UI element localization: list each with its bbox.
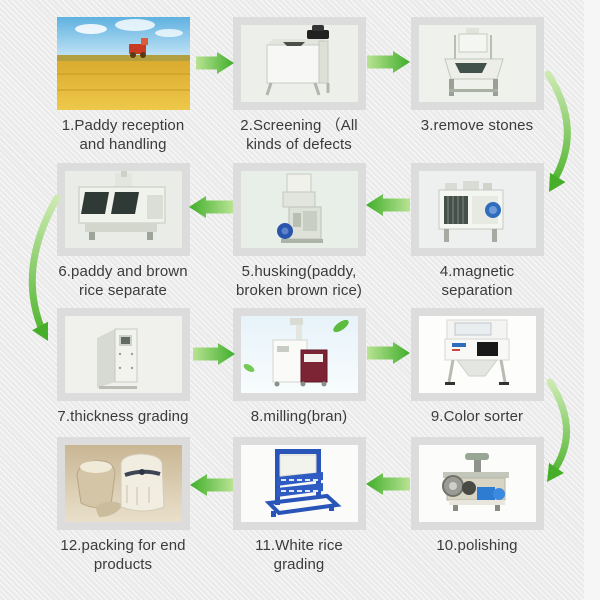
arrow-step2-to-step3 (367, 51, 410, 73)
arrow-step7-to-step8 (193, 343, 235, 365)
arrow-step8-to-step9 (367, 342, 410, 364)
step-cell-9: 9.Color sorter (389, 308, 565, 426)
step-caption-11: 11.White rice grading (255, 537, 343, 573)
right-margin-strip (584, 0, 600, 600)
step-caption-1: 1.Paddy reception and handling (61, 117, 185, 153)
step-caption-8: 8.milling(bran) (250, 408, 348, 425)
step-cell-6: 6.paddy and brown rice separate (35, 163, 211, 300)
paddy-field-photo (56, 17, 190, 110)
step-caption-12: 12.packing for end products (60, 537, 186, 573)
step-cell-3: 3.remove stones (389, 17, 565, 135)
stone-remover-machine-photo (410, 17, 544, 110)
milling-machine-photo (232, 308, 366, 401)
arrow-step11-to-step12 (190, 474, 233, 496)
step-cell-12: 12.packing for end products (35, 437, 211, 574)
curved-arrow-step6-to-step7 (28, 194, 61, 341)
arrow-step10-to-step11 (366, 473, 410, 495)
step-caption-7: 7.thickness grading (57, 408, 189, 425)
polishing-machine-photo (410, 437, 544, 530)
screening-machine-photo (232, 17, 366, 110)
step-cell-10: 10.polishing (389, 437, 565, 555)
step-cell-11: 11.White rice grading (211, 437, 387, 574)
step-caption-9: 9.Color sorter (430, 408, 524, 425)
step-caption-4: 4.magnetic separation (439, 263, 515, 299)
step-caption-5: 5.husking(paddy, broken brown rice) (235, 263, 363, 299)
arrow-step1-to-step2 (196, 52, 234, 74)
step-caption-3: 3.remove stones (420, 117, 534, 134)
thickness-grader-machine-photo (56, 308, 190, 401)
step-cell-1: 1.Paddy reception and handling (35, 17, 211, 154)
step-cell-5: 5.husking(paddy, broken brown rice) (211, 163, 387, 300)
step-cell-2: 2.Screening （All kinds of defects (211, 17, 387, 154)
step-cell-8: 8.milling(bran) (211, 308, 387, 426)
arrow-step4-to-step5 (366, 194, 410, 216)
arrow-step5-to-step6 (189, 196, 233, 218)
step-caption-10: 10.polishing (436, 537, 518, 554)
paddy-brown-rice-separator-photo (56, 163, 190, 256)
curved-arrow-step3-to-step4 (544, 70, 571, 192)
step-cell-4: 4.magnetic separation (389, 163, 565, 300)
step-caption-2: 2.Screening （All kinds of defects (240, 117, 358, 153)
color-sorter-machine-photo (410, 308, 544, 401)
husking-machine-photo (232, 163, 366, 256)
white-rice-grader-machine-photo (232, 437, 366, 530)
rice-sacks-photo (56, 437, 190, 530)
magnetic-separator-machine-photo (410, 163, 544, 256)
step-caption-6: 6.paddy and brown rice separate (58, 263, 188, 299)
curved-arrow-step9-to-step10 (546, 378, 570, 482)
step-cell-7: 7.thickness grading (35, 308, 211, 426)
